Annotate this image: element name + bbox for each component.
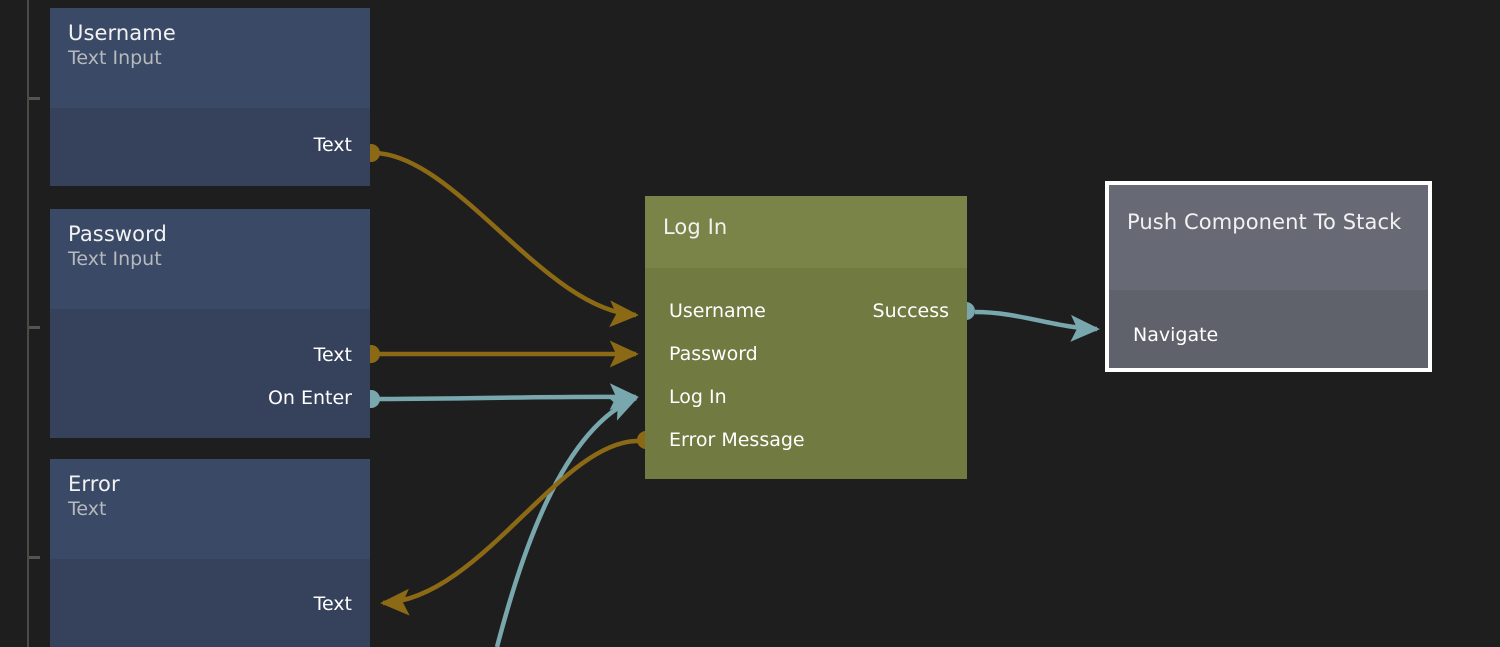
node-push-component-title: Push Component To Stack — [1127, 210, 1402, 234]
port-label-error-text: Text — [313, 592, 352, 615]
port-row-login-username[interactable]: Username Success — [645, 289, 967, 332]
port-label-password-onenter: On Enter — [267, 386, 352, 409]
port-row-password-text[interactable]: Text — [50, 333, 370, 376]
node-password[interactable]: Password Text Input Text On Enter — [50, 209, 370, 438]
port-row-login-errormessage[interactable]: Error Message — [645, 418, 967, 461]
node-password-title: Password — [68, 222, 167, 246]
node-login[interactable]: Log In Username Success Password Log In … — [645, 196, 967, 479]
node-username-title: Username — [68, 21, 176, 45]
port-row-push-navigate[interactable]: Navigate — [1109, 313, 1428, 356]
port-label-login-password: Password — [669, 342, 758, 365]
node-error[interactable]: Error Text Text — [50, 459, 370, 647]
port-row-password-onenter[interactable]: On Enter — [50, 376, 370, 419]
node-username-subtitle: Text Input — [68, 46, 162, 69]
node-username[interactable]: Username Text Input Text — [50, 8, 370, 186]
port-label-login-errormessage: Error Message — [669, 428, 805, 451]
node-username-header[interactable]: Username Text Input — [50, 8, 370, 108]
node-login-title: Log In — [663, 215, 728, 239]
port-label-username-text: Text — [313, 133, 352, 156]
port-row-username-text[interactable]: Text — [50, 123, 370, 166]
node-username-body: Text — [50, 108, 370, 186]
node-push-component-header[interactable]: Push Component To Stack — [1109, 185, 1428, 290]
wire-password-onenter-to-login-login — [372, 383, 639, 411]
wire-offscreen-to-login-login — [494, 395, 639, 647]
node-password-header[interactable]: Password Text Input — [50, 209, 370, 309]
port-label-password-text: Text — [313, 343, 352, 366]
node-error-body: Text — [50, 559, 370, 647]
port-row-login-password[interactable]: Password — [645, 332, 967, 375]
port-label-login-login: Log In — [669, 385, 727, 408]
port-label-push-navigate: Navigate — [1133, 323, 1219, 346]
wire-login-errormessage-to-error-text — [380, 438, 639, 616]
wire-username-text-to-login-username — [372, 150, 639, 328]
node-error-subtitle: Text — [68, 497, 107, 520]
port-label-login-success: Success — [872, 299, 949, 322]
port-row-login-login[interactable]: Log In — [645, 375, 967, 418]
node-login-body: Username Success Password Log In Error M… — [645, 268, 967, 479]
node-push-component-body: Navigate — [1109, 290, 1428, 368]
node-push-component-to-stack[interactable]: Push Component To Stack Navigate — [1105, 181, 1432, 372]
node-error-header[interactable]: Error Text — [50, 459, 370, 559]
node-login-header[interactable]: Log In — [645, 196, 967, 268]
rail-tick-1 — [29, 97, 40, 100]
node-password-body: Text On Enter — [50, 309, 370, 438]
wire-login-success-to-push-navigate — [974, 309, 1100, 342]
rail-tick-3 — [29, 556, 40, 559]
rail-tick-2 — [29, 326, 40, 329]
node-password-subtitle: Text Input — [68, 247, 162, 270]
node-error-title: Error — [68, 472, 120, 496]
timeline-rail — [27, 0, 29, 647]
port-label-login-username: Username — [669, 299, 766, 322]
port-row-error-text[interactable]: Text — [50, 582, 370, 625]
